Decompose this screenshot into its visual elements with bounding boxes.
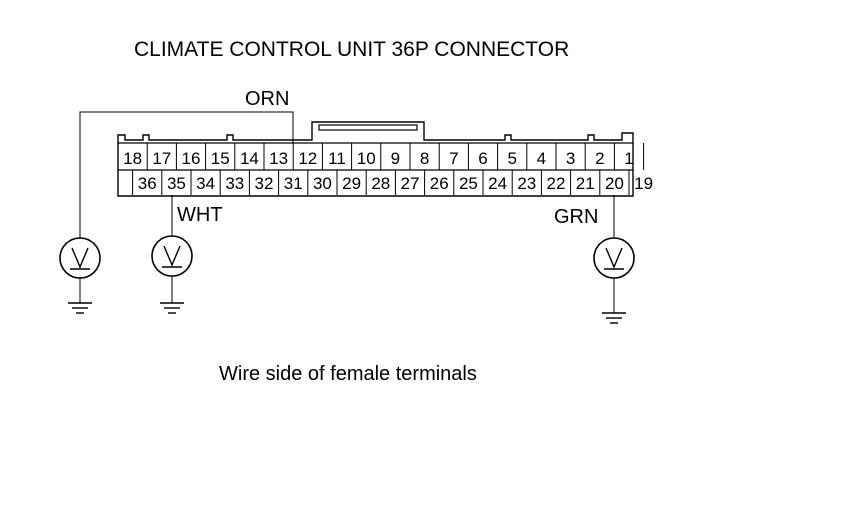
voltmeter-2: [151, 235, 193, 277]
orn-wire: [79, 111, 294, 238]
pin-label: 23: [517, 174, 536, 193]
voltmeter-circle: [593, 237, 635, 279]
pin-label: 13: [269, 149, 288, 168]
pin-label: 1: [624, 149, 633, 168]
voltmeter-v-symbol: [71, 247, 89, 269]
ground-icon: [160, 276, 184, 314]
ground-icon: [602, 278, 626, 324]
wire-label-wht: WHT: [177, 204, 223, 226]
voltmeter-circle: [151, 235, 193, 277]
diagram-title: CLIMATE CONTROL UNIT 36P CONNECTOR: [134, 38, 569, 61]
connector-latch: [318, 124, 418, 131]
connector-bottom-row: 36 35 34 33 32 31 30 29 28 27 26 25 24 23 22 21 20 19: [132, 170, 653, 195]
pin-label: 31: [284, 174, 303, 193]
pin-label: 8: [420, 149, 429, 168]
wire-label-orn: ORN: [245, 88, 289, 110]
pin-label: 2: [595, 149, 604, 168]
pin-label: 19: [634, 174, 653, 193]
pin-label: 9: [391, 149, 400, 168]
ground-icon: [68, 278, 92, 314]
connector-body: [117, 121, 634, 197]
voltmeter-v-symbol: [163, 245, 181, 267]
pin-label: 28: [371, 174, 390, 193]
voltmeter-v-symbol: [605, 247, 623, 269]
pin-label: 33: [225, 174, 244, 193]
pin-label: 34: [196, 174, 215, 193]
pin-label: 30: [313, 174, 332, 193]
pin-label: 18: [123, 149, 142, 168]
pin-label: 6: [478, 149, 487, 168]
voltmeter-3: [593, 237, 635, 279]
pin-label: 4: [537, 149, 546, 168]
pin-label: 17: [152, 149, 171, 168]
pin-label: 7: [449, 149, 458, 168]
pin-label: 20: [605, 174, 624, 193]
pin-label: 32: [255, 174, 274, 193]
pin-label: 11: [328, 149, 346, 168]
voltmeter-1: [59, 237, 101, 279]
pin-label: 10: [357, 149, 376, 168]
pin-label: 25: [459, 174, 478, 193]
pin-label: 5: [507, 149, 516, 168]
pin-label: 29: [342, 174, 361, 193]
pin-label: 21: [576, 174, 595, 193]
pin-label: 26: [430, 174, 449, 193]
pin-label: 35: [167, 174, 186, 193]
pin-label: 14: [240, 149, 259, 168]
pin-label: 36: [138, 174, 157, 193]
diagram-caption: Wire side of female terminals: [219, 363, 477, 385]
pin-label: 3: [566, 149, 575, 168]
connector-top-row: 18 17 16 15 14 13 12 11 10 9 8 7 6 5 4 3 2 1: [117, 142, 645, 171]
pin-label: 16: [182, 149, 201, 168]
pin-label: 12: [298, 149, 317, 168]
pin-label: 27: [401, 174, 420, 193]
pin-label: 22: [547, 174, 566, 193]
wire-label-grn: GRN: [554, 206, 598, 228]
pin-label: 15: [211, 149, 230, 168]
pin-label: 24: [488, 174, 507, 193]
voltmeter-circle: [59, 237, 101, 279]
